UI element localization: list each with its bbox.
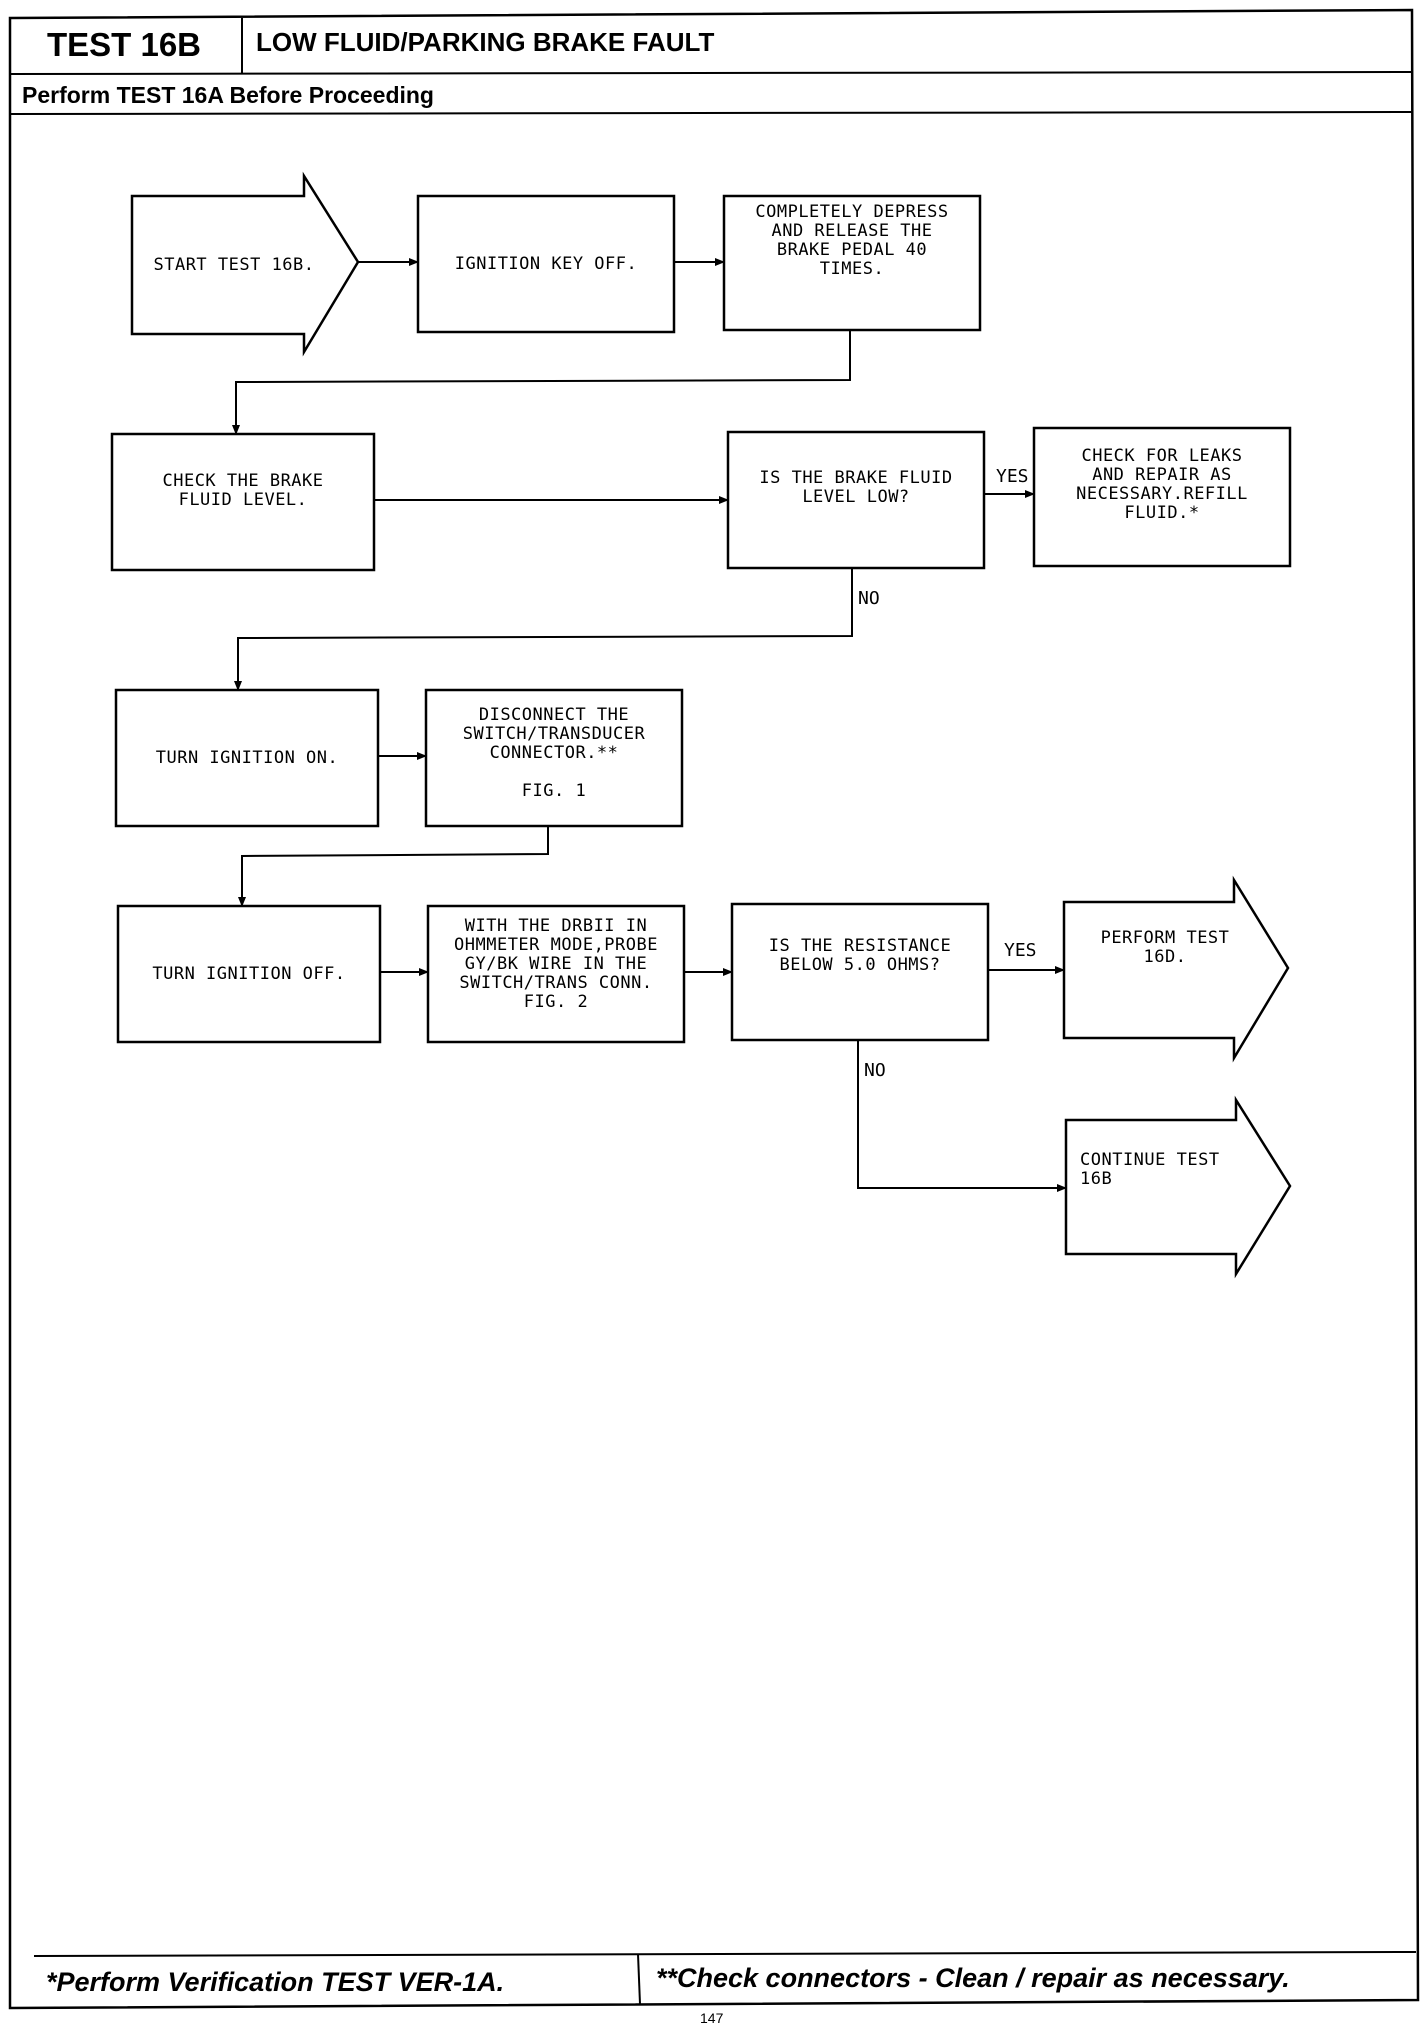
ign-on-box [114,688,380,828]
label-resist-yes: YES [1004,940,1037,961]
page-border [8,8,1420,2010]
refill-box [1032,426,1292,568]
node-key-off: IGNITION KEY OFF. [454,253,638,274]
page-number: 147 [700,2010,724,2026]
node-refill: CHECK FOR LEAKS AND REPAIR AS NECESSARY.… [1076,446,1248,523]
node-check-level: CHECK THE BRAKE FLUID LEVEL. [162,471,324,510]
test-title: LOW FLUID/PARKING BRAKE FAULT [256,26,715,57]
node-depress: COMPLETELY DEPRESS AND RELEASE THE BRAKE… [755,202,949,279]
depress-box [722,194,982,332]
prerequisite-note: Perform TEST 16A Before Proceeding [22,81,434,108]
edge-islow-no [234,568,853,691]
key-off-box [416,194,676,334]
footer-right-note: **Check connectors - Clean / repair as n… [656,1962,1290,1993]
label-level-yes: YES [996,466,1029,487]
test-id: TEST 16B [46,26,202,63]
node-disconnect: DISCONNECT THE SWITCH/TRANSDUCER CONNECT… [462,704,646,801]
node-perform-16d: PERFORM TEST 16D. [1100,928,1230,967]
start-arrow-shape [130,171,360,357]
label-resist-no: NO [864,1060,886,1081]
node-is-resist: IS THE RESISTANCE BELOW 5.0 OHMS? [768,936,952,975]
is-low-box [726,430,986,570]
node-ign-on: TURN IGNITION ON. [155,747,339,768]
ign-off-box [116,904,382,1044]
node-start: START TEST 16B. [153,254,315,275]
prereq-separator [9,111,1413,115]
footer-left-note: *Perform Verification TEST VER-1A. [46,1966,505,1997]
node-continue-16b: CONTINUE TEST 16B [1080,1150,1220,1189]
footer-separator [33,1951,1417,1957]
edge-depress-to-check [232,330,851,435]
header-separator [9,71,1413,75]
disconnect-box [424,688,684,828]
label-level-no: NO [858,588,880,609]
node-probe: WITH THE DRBII IN OHMMETER MODE,PROBE GY… [454,915,658,1012]
node-is-low: IS THE BRAKE FLUID LEVEL LOW? [759,468,953,507]
probe-box [426,904,686,1044]
node-ign-off: TURN IGNITION OFF. [152,963,346,984]
continue-16b-arrow-shape [1064,1095,1292,1279]
perform-16d-arrow-shape [1062,875,1290,1063]
edge-disconnect-to-ignoff [238,826,549,907]
footer-divider [637,1953,641,2005]
edge-resist-no [857,1040,1067,1192]
check-level-box [110,432,376,572]
is-resist-box [730,902,990,1042]
